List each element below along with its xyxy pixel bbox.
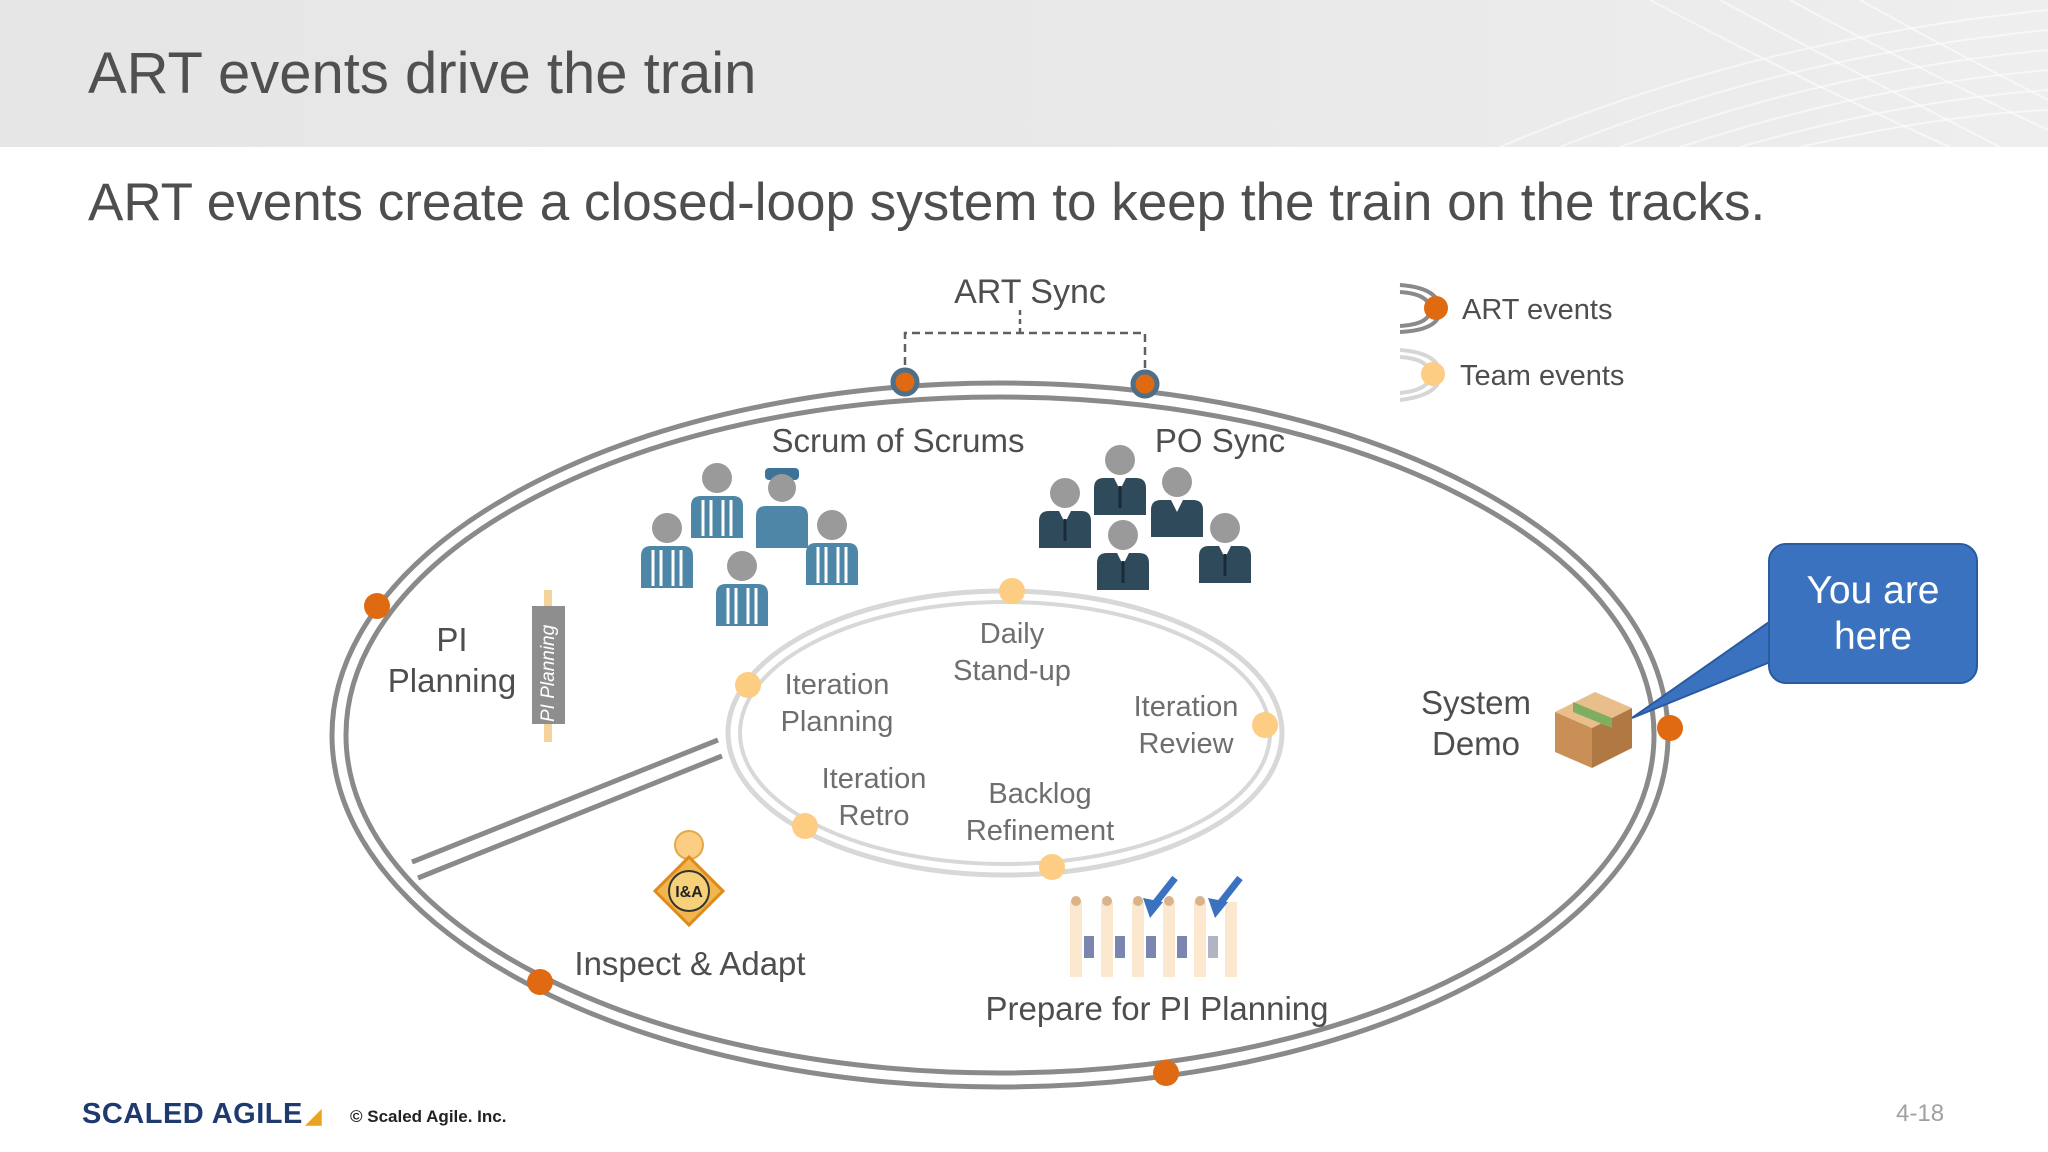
outer-track-inner-rail [343, 394, 1657, 1076]
art-event-dot-sync-1 [890, 367, 920, 397]
scrum-of-scrums-label: Scrum of Scrums [771, 422, 1024, 459]
inspect-adapt-label: Inspect & Adapt [574, 945, 805, 982]
art-sync-bracket [903, 331, 1147, 378]
team-event-dot-daily-standup [999, 578, 1025, 604]
iteration-review-label-line2: Review [1138, 728, 1234, 760]
iteration-retro-label-line1: Iteration [822, 763, 927, 795]
team-event-dot-iteration-review [1252, 712, 1278, 738]
slide-subtitle: ART events create a closed-loop system t… [88, 173, 1766, 232]
backlog-refinement-label-line1: Backlog [988, 778, 1091, 810]
page-title: ART events drive the train [88, 41, 757, 106]
pi-planning-label-line1: PI [436, 621, 467, 658]
art-event-dot-prepare-pi [1153, 1060, 1179, 1086]
backlog-refinement-label-line2: Refinement [966, 815, 1114, 847]
iteration-planning-label-line1: Iteration [785, 669, 890, 701]
inspect-adapt-badge-icon: I&A [652, 830, 726, 928]
iteration-retro-label-line2: Retro [839, 800, 910, 832]
branch-track-rail-2 [417, 753, 723, 881]
logo-text: SCALED AGILE [82, 1098, 303, 1130]
prepare-pi-planning-label: Prepare for PI Planning [985, 990, 1328, 1027]
art-event-dot-system-demo [1657, 715, 1683, 741]
callout-line2: here [1833, 614, 1913, 658]
team-event-dot-iteration-retro [792, 813, 818, 839]
scrum-of-scrums-people-icon [641, 463, 858, 626]
team-event-dot-backlog-refinement [1039, 854, 1065, 880]
box-icon [1555, 692, 1632, 768]
ia-badge-text: I&A [675, 884, 703, 901]
pi-planning-label-line2: Planning [388, 662, 516, 699]
branch-track-rail-1 [411, 737, 719, 865]
system-demo-label-line2: Demo [1432, 725, 1520, 762]
arrow-down-icon [1143, 875, 1178, 918]
daily-standup-label-line1: Daily [980, 618, 1045, 650]
legend-team-event-dot [1421, 362, 1445, 386]
prepare-pi-planning-backlog-icon [1070, 875, 1243, 977]
iteration-review-label-line1: Iteration [1134, 691, 1239, 723]
header-wave-decoration [1499, 0, 2048, 147]
art-event-dot-pi-planning [364, 593, 390, 619]
art-event-dot-inspect-adapt [527, 969, 553, 995]
you-are-here-callout: You are here [1768, 543, 1978, 684]
arrow-down-icon [1208, 875, 1243, 918]
pi-planning-board-icon: PI Planning [532, 590, 565, 742]
copyright-text: © Scaled Agile. Inc. [350, 1107, 507, 1126]
legend-team-events-label: Team events [1460, 360, 1624, 392]
iteration-planning-label-line2: Planning [781, 706, 894, 738]
legend-art-events-label: ART events [1462, 294, 1612, 326]
team-event-dot-iteration-planning [735, 672, 761, 698]
art-sync-label: ART Sync [954, 273, 1106, 311]
pi-planning-board-text: PI Planning [538, 624, 559, 722]
logo-mark-icon: ◢ [304, 1103, 323, 1128]
daily-standup-label-line2: Stand-up [953, 655, 1071, 687]
po-sync-people-icon [1039, 445, 1251, 590]
page-number: 4-18 [1896, 1100, 1945, 1127]
legend-art-event-dot [1424, 296, 1448, 320]
scaled-agile-logo: SCALED AGILE◢ [82, 1098, 322, 1131]
po-sync-label: PO Sync [1155, 422, 1285, 459]
legend: ART events Team events [1399, 283, 1624, 402]
system-demo-label-line1: System [1421, 684, 1531, 721]
art-event-dot-sync-2 [1130, 369, 1160, 399]
header-bar: ART events drive the train [0, 0, 2048, 147]
callout-line1: You are [1806, 568, 1940, 612]
